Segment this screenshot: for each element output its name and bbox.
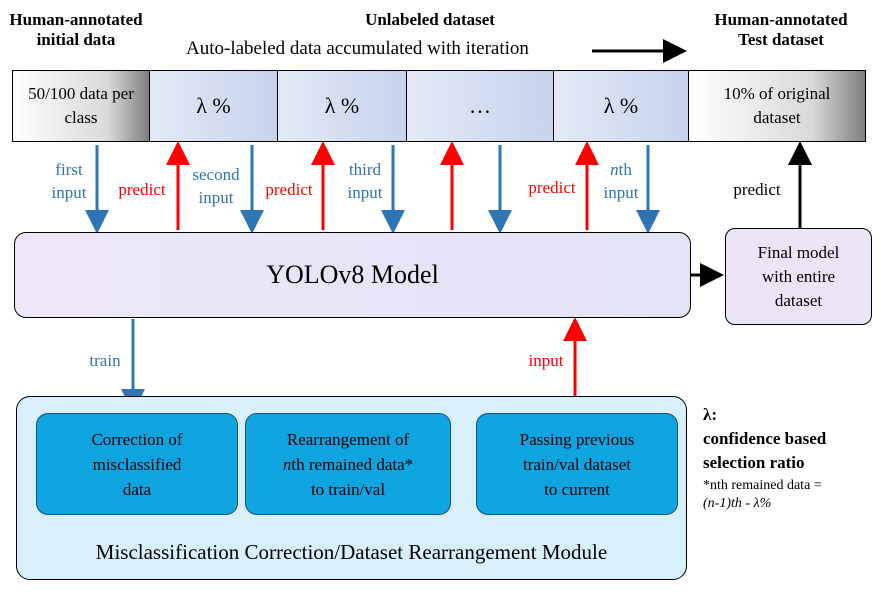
legend-line-1: confidence based <box>703 429 827 448</box>
label-predict-2: predict <box>265 180 313 199</box>
label-third-input: third input <box>347 160 383 202</box>
legend-note-1: *nth remained data = <box>703 478 822 493</box>
cell-lambda-1: λ % <box>149 70 278 142</box>
label-second-input: second input <box>192 165 240 207</box>
header-initial-data: Human-annotated initial data <box>9 10 143 49</box>
label-first-input: first input <box>51 160 87 202</box>
step-passing: Passing previous train/val dataset to cu… <box>476 413 678 515</box>
label-nth-input: nth input <box>603 160 639 202</box>
label-predict-n: predict <box>528 178 576 197</box>
cell-lambda-n: λ % <box>553 70 689 142</box>
legend-symbol: λ: <box>703 405 718 424</box>
subtitle-auto-labeled: Auto-labeled data accumulated with itera… <box>186 38 529 59</box>
legend-note-2: (n-1)th - λ% <box>703 496 772 511</box>
final-model: Final model with entire dataset <box>725 228 872 325</box>
cell-ellipsis: … <box>406 70 554 142</box>
label-train: train <box>89 351 121 370</box>
label-predict-1: predict <box>118 180 166 199</box>
module-title: Misclassification Correction/Dataset Rea… <box>95 540 608 564</box>
cell-test-data: 10% of original dataset <box>688 70 866 142</box>
header-test-dataset: Human-annotated Test dataset <box>714 10 848 49</box>
label-final-predict: predict <box>733 180 781 199</box>
legend-line-2: selection ratio <box>703 453 805 472</box>
yolov8-model: YOLOv8 Model <box>14 232 691 318</box>
step-correction: Correction of misclassified data <box>36 413 238 515</box>
cell-lambda-2: λ % <box>277 70 407 142</box>
step-rearrangement: Rearrangement of nth remained data* to t… <box>245 413 451 515</box>
header-unlabeled-dataset: Unlabeled dataset <box>365 10 495 29</box>
label-input: input <box>528 351 564 370</box>
